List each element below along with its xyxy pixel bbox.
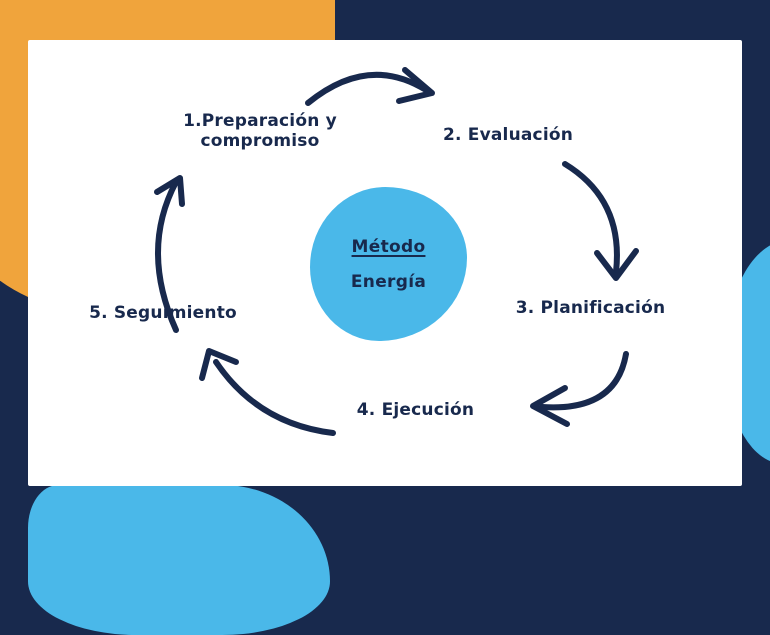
- step-1-line2: compromiso: [200, 131, 320, 152]
- step-label-seguimiento: 5. Seguimiento: [89, 303, 237, 323]
- diagram-card: 1.Preparación y compromiso 2. Evaluación…: [28, 40, 742, 486]
- arrow-step4-to-step5-icon: [199, 348, 336, 436]
- method-title: Método: [351, 236, 426, 257]
- arrow-step1-to-step2-icon: [305, 67, 435, 106]
- blue-bottom-blob: [28, 485, 330, 635]
- step-1-line1: 1.Preparación y: [183, 111, 337, 131]
- arrow-step2-to-step3-icon: [562, 161, 639, 281]
- arrow-step3-to-step4-icon: [530, 351, 629, 427]
- step-label-planificacion: 3. Planificación: [515, 298, 666, 318]
- method-subtitle: Energía: [350, 271, 427, 292]
- step-label-evaluacion: 2. Evaluación: [442, 125, 574, 145]
- step-label-ejecucion: 4. Ejecución: [356, 400, 475, 420]
- center-method-blob: Método Energía: [310, 187, 467, 341]
- step-label-preparacion: 1.Preparación y compromiso: [175, 111, 345, 152]
